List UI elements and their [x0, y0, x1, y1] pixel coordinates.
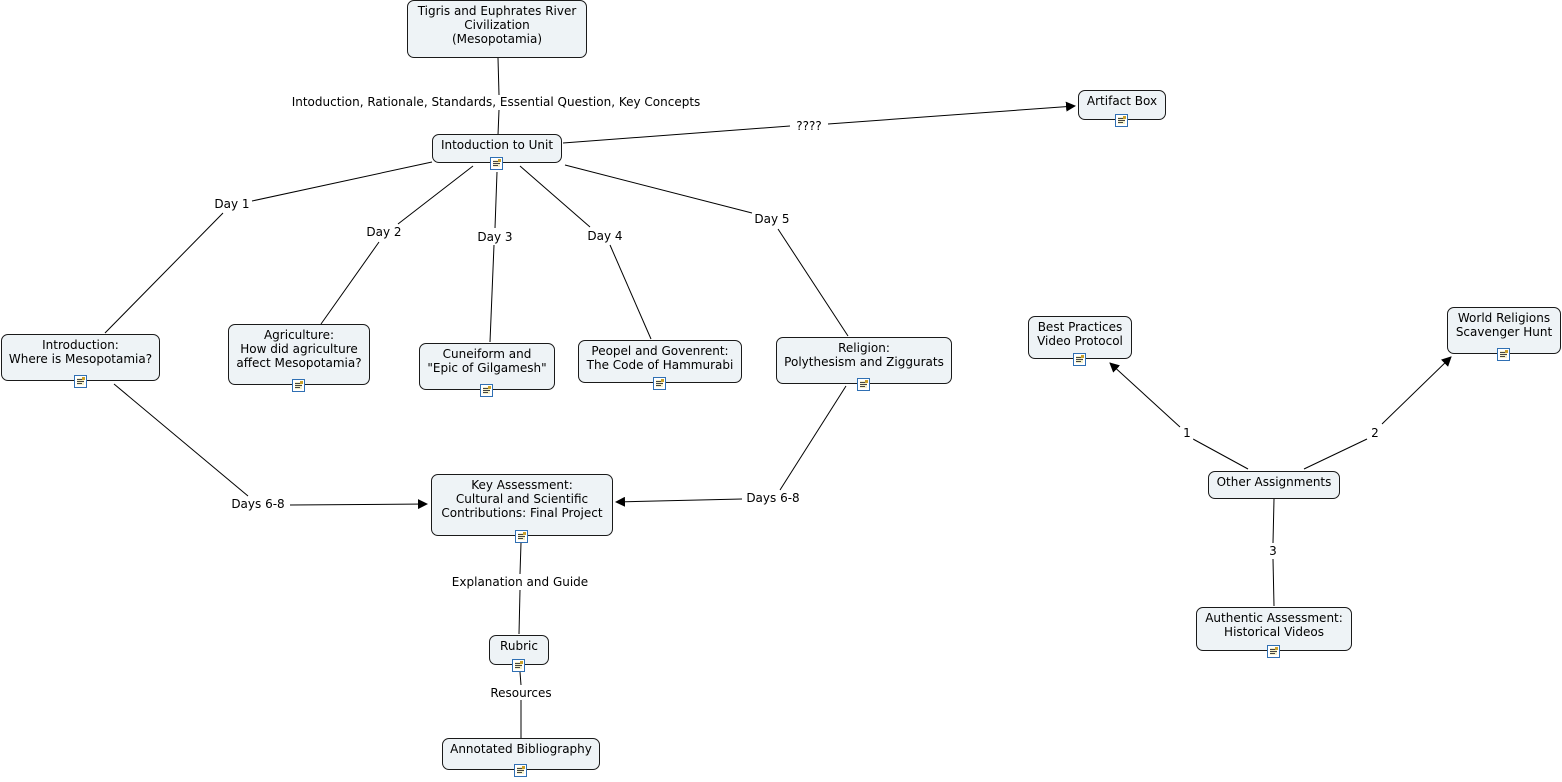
node-intro-unit-label: Intoduction to Unit: [440, 138, 554, 152]
node-other-assignments[interactable]: Other Assignments: [1208, 471, 1340, 499]
node-peopel-label: Peopel and Govenrent: The Code of Hammur…: [586, 344, 734, 372]
edge-day3: [494, 171, 498, 229]
document-icon[interactable]: [857, 378, 870, 391]
node-annotated-bibliography-label: Annotated Bibliography: [450, 742, 592, 756]
node-rubric[interactable]: Rubric: [489, 635, 549, 672]
edge-tigris-intro: [497, 57, 500, 96]
node-world-religions-label: World Religions Scavenger Hunt: [1455, 311, 1553, 339]
document-icon[interactable]: [73, 375, 87, 388]
document-icon[interactable]: [480, 384, 493, 397]
link-label-days68-left: Days 6-8: [229, 497, 287, 511]
node-artifact-box-label: Artifact Box: [1086, 94, 1158, 108]
node-introduction-label: Introduction: Where is Mesopotamia?: [8, 338, 153, 366]
edge-three: [1272, 498, 1275, 544]
edge-days68-left: [113, 383, 249, 497]
link-label-one: 1: [1181, 426, 1193, 440]
edge-intro-artifact: [562, 125, 791, 144]
node-agriculture-label: Agriculture: How did agriculture affect …: [236, 328, 362, 370]
document-icon[interactable]: [1267, 645, 1280, 658]
node-annotated-bibliography[interactable]: Annotated Bibliography: [442, 738, 600, 777]
node-rubric-label: Rubric: [500, 639, 538, 653]
document-icon[interactable]: [1115, 114, 1128, 127]
document-icon[interactable]: [490, 157, 503, 170]
node-best-practices-label: Best Practices Video Protocol: [1037, 320, 1123, 348]
link-label-explanation: Explanation and Guide: [449, 575, 591, 589]
node-religion-label: Religion: Polythesism and Ziggurats: [784, 341, 944, 369]
node-world-religions[interactable]: World Religions Scavenger Hunt: [1447, 307, 1561, 361]
link-label-day1: Day 1: [212, 197, 252, 211]
edge-two: [1303, 438, 1368, 470]
link-label-day5: Day 5: [752, 212, 792, 226]
edge-explanation: [519, 542, 522, 575]
link-label-artifact: ????: [794, 119, 824, 133]
node-key-assessment-label: Key Assessment: Cultural and Scientific …: [441, 478, 603, 520]
link-label-three: 3: [1267, 544, 1279, 558]
document-icon[interactable]: [653, 377, 666, 390]
link-label-day2: Day 2: [364, 225, 404, 239]
node-tigris-label: Tigris and Euphrates River Civilization …: [417, 4, 577, 46]
link-label-resources: Resources: [488, 686, 554, 700]
document-icon[interactable]: [512, 659, 525, 672]
node-best-practices[interactable]: Best Practices Video Protocol: [1028, 316, 1132, 366]
edge-one: [1192, 438, 1249, 470]
edge-day1: [251, 161, 433, 202]
edge-resources: [519, 671, 522, 686]
node-cuneiform-label: Cuneiform and "Epic of Gilgamesh": [427, 347, 547, 375]
node-cuneiform[interactable]: Cuneiform and "Epic of Gilgamesh": [419, 343, 555, 397]
link-label-day4: Day 4: [585, 229, 625, 243]
edge-day2: [397, 165, 474, 225]
edge-day4: [519, 165, 591, 228]
link-label-intro-rationale: Intoduction, Rationale, Standards, Essen…: [289, 95, 703, 109]
document-icon[interactable]: [292, 379, 305, 392]
node-introduction[interactable]: Introduction: Where is Mesopotamia?: [1, 334, 160, 388]
document-icon[interactable]: [515, 530, 528, 543]
node-authentic-assessment-label: Authentic Assessment: Historical Videos: [1205, 611, 1343, 639]
node-agriculture[interactable]: Agriculture: How did agriculture affect …: [228, 324, 370, 392]
node-key-assessment[interactable]: Key Assessment: Cultural and Scientific …: [431, 474, 613, 543]
edge-days68-right: [779, 385, 847, 491]
node-peopel[interactable]: Peopel and Govenrent: The Code of Hammur…: [578, 340, 742, 390]
node-intro-unit[interactable]: Intoduction to Unit: [432, 134, 562, 170]
node-artifact-box[interactable]: Artifact Box: [1078, 90, 1166, 127]
link-label-day3: Day 3: [475, 230, 515, 244]
document-icon[interactable]: [1073, 353, 1086, 366]
document-icon[interactable]: [514, 764, 527, 777]
node-other-assignments-label: Other Assignments: [1216, 475, 1332, 489]
document-icon[interactable]: [1497, 348, 1510, 361]
node-religion[interactable]: Religion: Polythesism and Ziggurats: [776, 337, 952, 391]
link-label-days68-right: Days 6-8: [744, 491, 802, 505]
node-authentic-assessment[interactable]: Authentic Assessment: Historical Videos: [1196, 607, 1352, 658]
node-tigris[interactable]: Tigris and Euphrates River Civilization …: [407, 0, 587, 58]
link-label-two: 2: [1369, 426, 1381, 440]
edge-day5: [564, 164, 753, 214]
